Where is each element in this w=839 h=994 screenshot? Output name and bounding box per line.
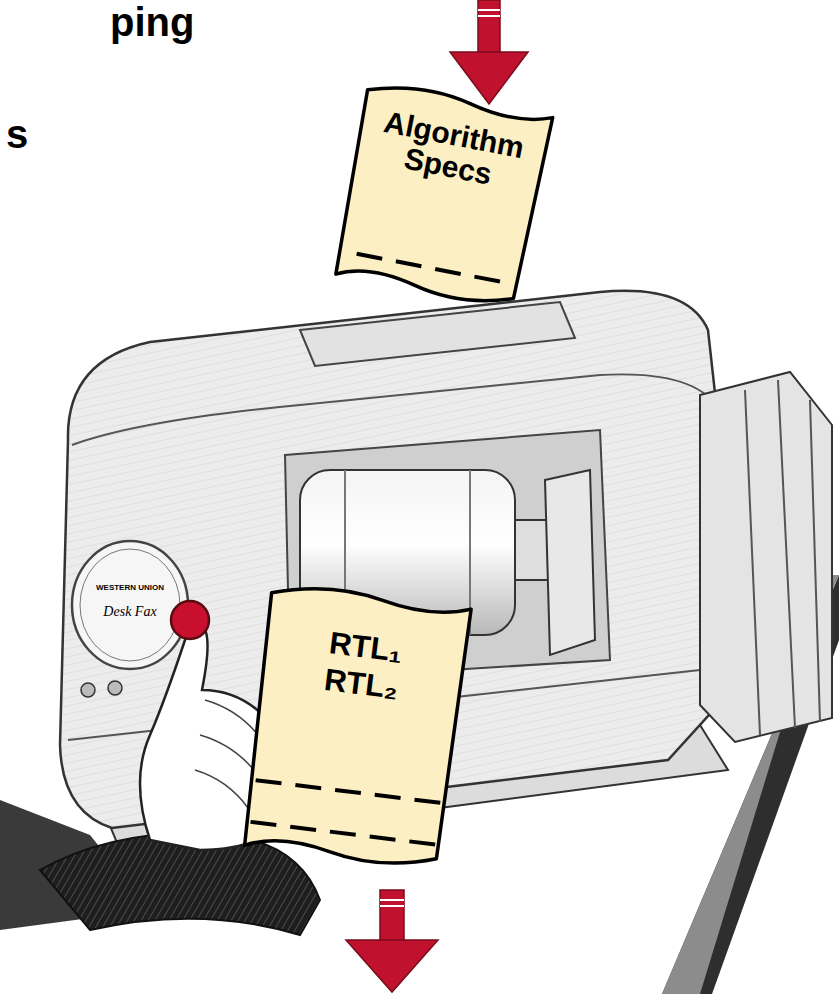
paper-sheet: RTL₁RTL₂: [236, 578, 476, 873]
text-dash: [375, 795, 401, 798]
heading-fragment: s: [6, 112, 28, 156]
panel-line: [745, 390, 760, 735]
panel-line: [810, 400, 820, 722]
brand-badge: [72, 541, 188, 669]
paper-outline: [236, 578, 476, 873]
text-dash: [357, 254, 383, 259]
brand-text: Desk Fax: [103, 604, 156, 619]
text-dash: [409, 841, 435, 844]
sleeve: [40, 833, 320, 935]
heading-fragment: ping: [110, 0, 194, 44]
body-edge: [72, 374, 716, 445]
text-dash: [251, 822, 277, 825]
panel-line: [778, 380, 795, 728]
text-dash: [370, 836, 396, 839]
roller-bracket: [545, 470, 595, 655]
paper-sheet: Algorithm Specs: [327, 75, 558, 313]
brand-text: WESTERN UNION: [96, 584, 164, 593]
text-dash: [435, 269, 461, 274]
text-dash: [414, 800, 440, 803]
text-dash: [290, 827, 316, 830]
paper-sheet-outline: [241, 582, 472, 870]
paper-outline: [327, 75, 558, 313]
text-dash: [330, 832, 356, 835]
press-button: [171, 601, 209, 639]
text-dash: [474, 277, 500, 282]
badge-ring: [80, 549, 180, 661]
text-dash: [396, 261, 422, 266]
input-arrow: [450, 0, 528, 104]
knob: [81, 683, 95, 697]
side-panel: [700, 372, 832, 742]
roller-axle: [515, 520, 550, 580]
text-dash: [256, 780, 282, 783]
output-arrow: [346, 890, 438, 992]
text-dash: [335, 790, 361, 793]
knob: [108, 681, 122, 695]
paper-slot: [300, 302, 575, 366]
text-dash: [295, 785, 321, 788]
paper-sheet-outline: [332, 79, 553, 310]
